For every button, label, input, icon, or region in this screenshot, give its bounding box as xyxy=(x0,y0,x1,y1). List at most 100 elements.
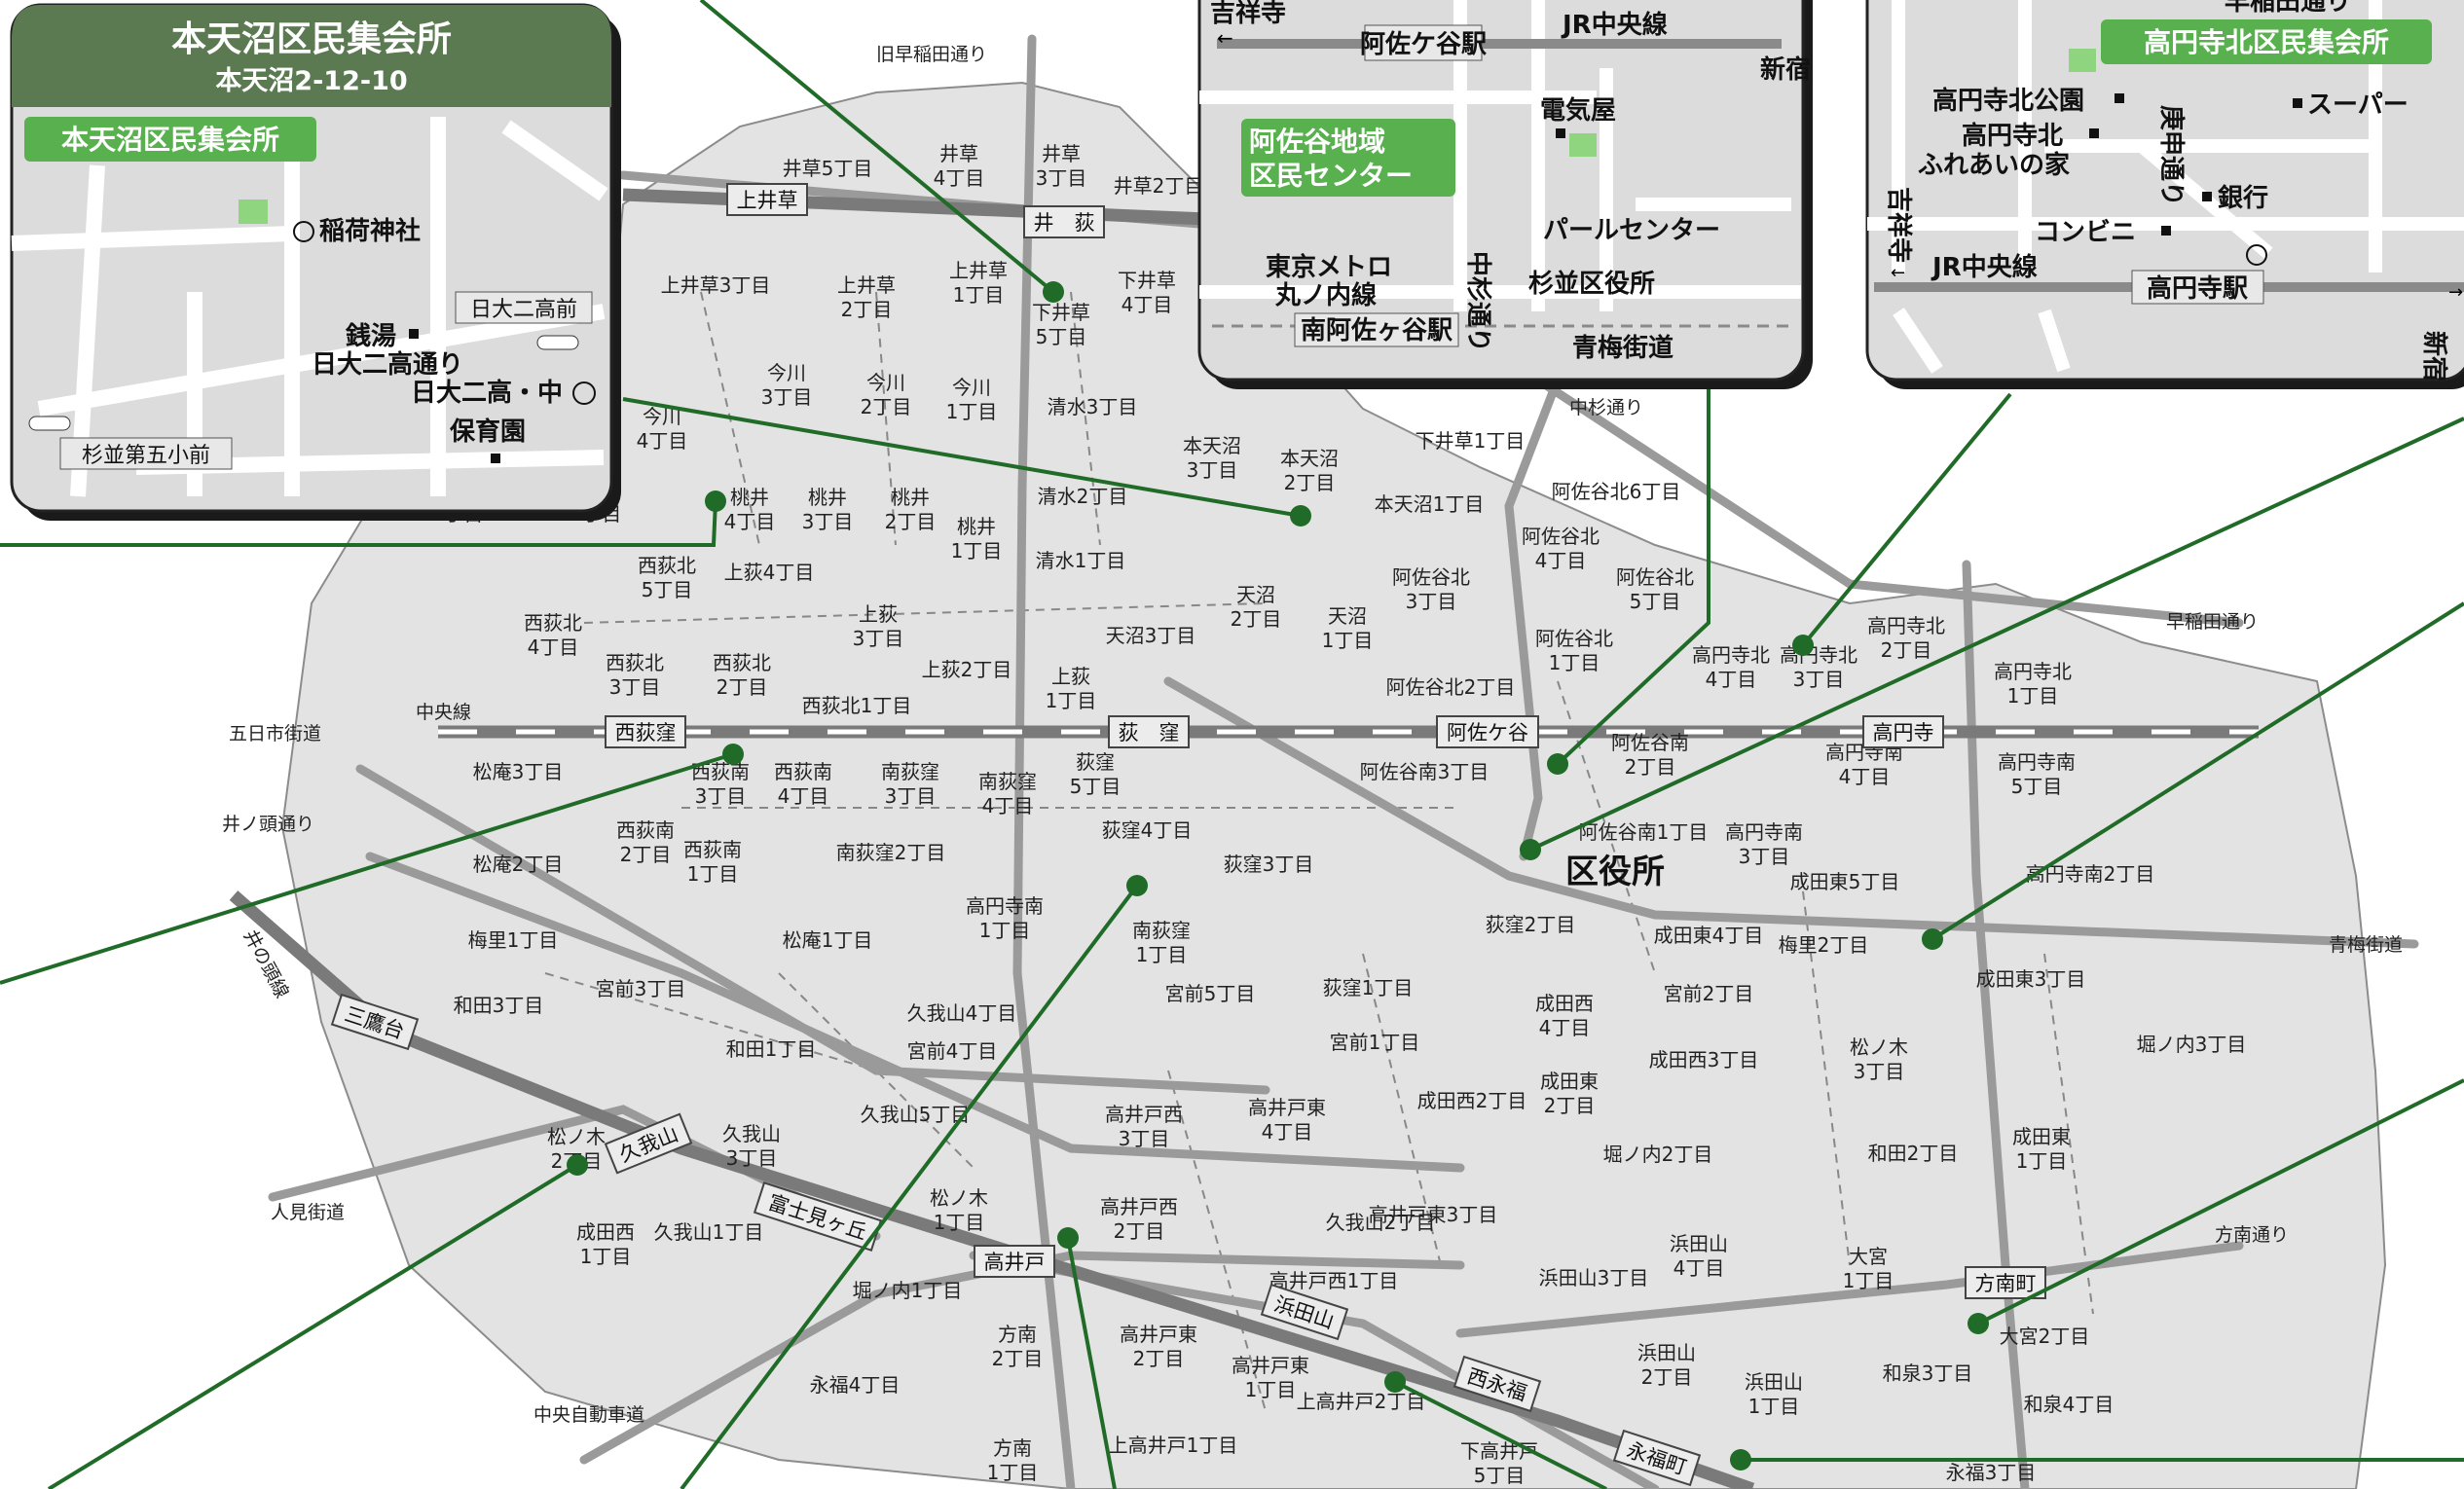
place-label: 銀行 xyxy=(2218,183,2268,213)
road-label: 人見街道 xyxy=(271,1202,345,1223)
road-label: 中杉通り xyxy=(1463,251,1492,352)
district-label: 南荻窪2丁目 xyxy=(836,841,946,864)
facility-marker[interactable] xyxy=(1520,839,1541,860)
district-label: 上高井戸1丁目 xyxy=(1109,1434,1238,1457)
station-label: 高円寺 xyxy=(1862,715,1944,748)
station-label: 阿佐ケ谷 xyxy=(1436,715,1539,748)
district-label: 高井戸東3丁目 xyxy=(1369,1203,1498,1226)
road-label: 旧早稲田通り xyxy=(876,44,987,65)
svg-text:阿佐ケ谷: 阿佐ケ谷 xyxy=(1447,721,1528,744)
road-label: 青梅街道 xyxy=(1572,333,1673,363)
district-label: 永福4丁目 xyxy=(810,1373,901,1397)
district-label: 清水3丁目 xyxy=(1048,395,1138,418)
road-label: 早稲田通り xyxy=(2225,0,2351,17)
bathhouse-icon xyxy=(409,329,419,339)
inset-facility-label: 阿佐谷地域 xyxy=(1249,126,1385,158)
district-label: 久我山5丁目 xyxy=(861,1103,971,1126)
road-label: 五日市街道 xyxy=(229,723,321,744)
facility-marker[interactable] xyxy=(1057,1227,1079,1249)
place-label: 東京メトロ xyxy=(1266,252,1392,282)
district-label: 上高井戸2丁目 xyxy=(1297,1390,1426,1413)
facility-marker[interactable] xyxy=(1730,1449,1751,1471)
district-label: 阿佐谷南1丁目 xyxy=(1579,820,1709,844)
itsukaichi-kaido-road xyxy=(355,764,1270,1095)
inset-facility-label: 本天沼区民集会所 xyxy=(61,124,279,156)
station-label: 方南町 xyxy=(1965,1266,2046,1299)
district-label: 荻窪2丁目 xyxy=(1486,913,1576,936)
district-label: 宮前3丁目 xyxy=(596,977,686,1000)
facility-marker[interactable] xyxy=(1547,753,1568,775)
facility-marker[interactable] xyxy=(1126,875,1148,896)
bus-stop-label: 日大二高前 xyxy=(470,298,577,322)
shrine-icon xyxy=(293,221,314,242)
facility-marker[interactable] xyxy=(1043,281,1064,303)
facility-marker[interactable] xyxy=(1792,635,1814,656)
place-label: 丸ノ内線 xyxy=(1274,280,1377,310)
district-label: 久我山2丁目 xyxy=(1326,1211,1436,1234)
leader-line xyxy=(0,752,734,985)
district-label: 清水1丁目 xyxy=(1036,549,1126,572)
place-label: パールセンター xyxy=(1543,216,1720,245)
station-label: 南阿佐ヶ谷駅 xyxy=(1301,316,1453,345)
svg-text:井 荻: 井 荻 xyxy=(1034,211,1095,235)
leader-line xyxy=(622,397,1302,518)
station-label: 高井戸 xyxy=(974,1245,1055,1278)
district-label: 宮前4丁目 xyxy=(907,1039,998,1063)
facility-marker[interactable] xyxy=(1968,1313,1989,1334)
district-label: 天沼3丁目 xyxy=(1106,624,1196,647)
svg-text:高井戸: 高井戸 xyxy=(984,1251,1046,1274)
district-label: 松庵2丁目 xyxy=(473,853,564,876)
bus-stop-label: 杉並第五小前 xyxy=(82,444,210,468)
facility-marker[interactable] xyxy=(1290,505,1311,527)
community-house-icon xyxy=(2089,128,2099,138)
arrow-right-icon: → xyxy=(2448,282,2463,303)
facility-marker[interactable] xyxy=(722,744,744,765)
nakasugi-dori-road xyxy=(1504,375,1563,861)
road-label: 早稲田通り xyxy=(2166,611,2259,633)
place-label: コンビニ xyxy=(2035,218,2136,247)
facility-marker[interactable] xyxy=(705,490,726,512)
district-label: 井草5丁目 xyxy=(783,157,873,180)
bank-icon xyxy=(2202,192,2212,201)
place-label: 吉祥寺 xyxy=(1210,0,1286,28)
facility-marker[interactable] xyxy=(567,1154,588,1176)
leader-line xyxy=(1556,389,1710,766)
district-label: 成田西2丁目 xyxy=(1417,1089,1527,1112)
district-label: 梅里2丁目 xyxy=(1779,933,1869,957)
district-label: 永福3丁目 xyxy=(1946,1461,2037,1484)
district-label: 阿佐谷北6丁目 xyxy=(1552,480,1681,503)
place-label: 吉祥寺 xyxy=(1884,187,1913,263)
district-label: 成田東3丁目 xyxy=(1976,967,2086,991)
honamanuma-inset: 本天沼区民集会所 本天沼2-12-10 本天沼区民集会所 稲荷神社 銭湯 日大二… xyxy=(10,3,621,521)
facility-marker[interactable] xyxy=(1384,1371,1406,1393)
place-label: 高円寺北公園 xyxy=(1932,86,2084,116)
arrow-left-icon: ← xyxy=(1891,263,1905,283)
facility-marker[interactable] xyxy=(1922,928,1943,950)
district-label: 高井戸西1丁目 xyxy=(1269,1269,1399,1292)
leader-line xyxy=(699,0,1055,294)
district-label: 堀ノ内3丁目 xyxy=(2137,1033,2247,1056)
district-label: 荻窪4丁目 xyxy=(1102,818,1193,842)
district-label: 久我山1丁目 xyxy=(654,1220,764,1244)
